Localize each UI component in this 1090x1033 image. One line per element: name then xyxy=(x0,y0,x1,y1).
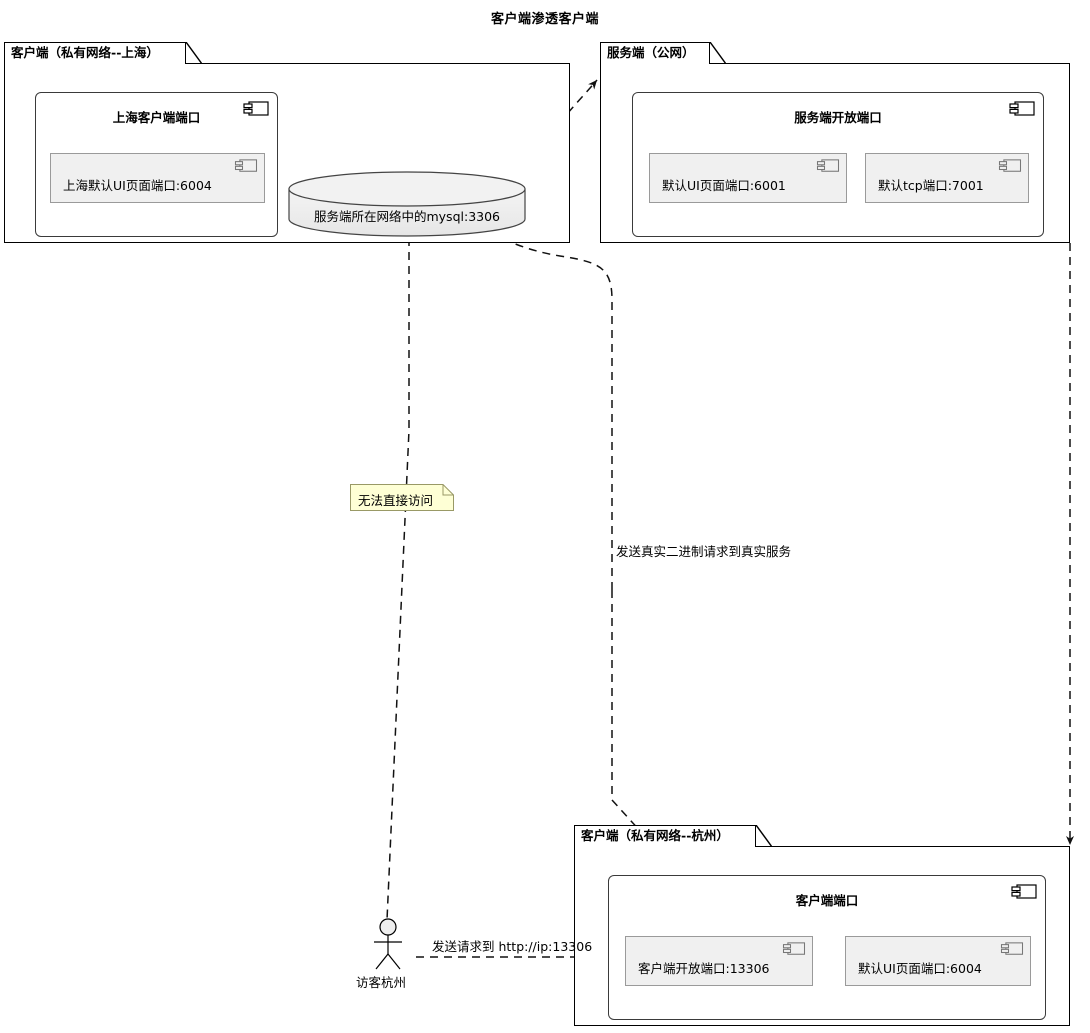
component-shanghai-client-port[interactable]: 上海客户端端口 上海默认UI页面端口:6004 xyxy=(35,92,278,237)
port-server-tcp[interactable]: 默认tcp端口:7001 xyxy=(865,153,1029,203)
actor-hangzhou-visitor-label: 访客杭州 xyxy=(355,975,406,990)
component-icon xyxy=(1000,942,1024,955)
package-hangzhou-tab-slant xyxy=(756,825,772,847)
page-title: 客户端渗透客户端 xyxy=(490,12,599,27)
edge-label-binary-request: 发送真实二进制请求到真实服务 xyxy=(616,544,792,559)
actor-stick-figure-icon xyxy=(374,918,402,970)
note-no-direct-access-text: 无法直接访问 xyxy=(358,493,434,508)
component-hangzhou-client-port[interactable]: 客户端端口 客户端开放端口:13306 默认UI页面端口:6004 xyxy=(608,875,1046,1020)
edge-label-http-request: 发送请求到 http://ip:13306 xyxy=(432,939,593,954)
port-server-ui-label: 默认UI页面端口:6001 xyxy=(662,178,786,193)
component-icon xyxy=(243,101,269,116)
port-hangzhou-ui[interactable]: 默认UI页面端口:6004 xyxy=(845,936,1031,986)
package-hangzhou-label: 客户端（私有网络--杭州） xyxy=(581,828,729,843)
database-mysql-label: 服务端所在网络中的mysql:3306 xyxy=(313,209,501,224)
edge-mysql-to-actor xyxy=(386,196,410,921)
component-shanghai-client-port-title: 上海客户端端口 xyxy=(112,110,201,125)
actor-hangzhou-visitor[interactable]: 访客杭州 xyxy=(356,918,406,998)
port-server-ui[interactable]: 默认UI页面端口:6001 xyxy=(649,153,847,203)
component-icon xyxy=(1009,101,1035,116)
component-server-open-ports[interactable]: 服务端开放端口 默认UI页面端口:6001 默认tcp端口:7001 xyxy=(632,92,1044,237)
package-shanghai-tab-slant xyxy=(186,42,202,64)
package-shanghai-label: 客户端（私有网络--上海） xyxy=(11,45,159,60)
component-icon xyxy=(1011,884,1037,899)
package-shanghai[interactable]: 客户端（私有网络--上海） 上海客户端端口 上海默认UI页面端口:6004 xyxy=(4,42,570,243)
component-server-open-ports-title: 服务端开放端口 xyxy=(794,110,882,125)
component-icon xyxy=(782,942,806,955)
port-shanghai-ui[interactable]: 上海默认UI页面端口:6004 xyxy=(50,153,265,203)
note-no-direct-access[interactable]: 无法直接访问 xyxy=(350,484,454,511)
port-hangzhou-open[interactable]: 客户端开放端口:13306 xyxy=(625,936,813,986)
package-shanghai-tab: 客户端（私有网络--上海） xyxy=(4,42,186,64)
package-server-label: 服务端（公网） xyxy=(607,45,695,60)
package-server[interactable]: 服务端（公网） 服务端开放端口 默认UI页面端口:6001 xyxy=(600,42,1070,243)
port-shanghai-ui-label: 上海默认UI页面端口:6004 xyxy=(63,178,212,193)
component-icon xyxy=(816,159,840,172)
package-server-tab: 服务端（公网） xyxy=(600,42,710,64)
edge-server-to-mysql xyxy=(442,197,613,590)
port-server-tcp-label: 默认tcp端口:7001 xyxy=(878,178,984,193)
package-hangzhou-tab: 客户端（私有网络--杭州） xyxy=(574,825,756,847)
component-icon xyxy=(998,159,1022,172)
package-hangzhou[interactable]: 客户端（私有网络--杭州） 客户端端口 客户端开放端口:13306 xyxy=(574,825,1070,1026)
port-hangzhou-open-label: 客户端开放端口:13306 xyxy=(638,961,770,976)
port-hangzhou-ui-label: 默认UI页面端口:6004 xyxy=(858,961,982,976)
component-icon xyxy=(234,159,258,172)
component-hangzhou-client-port-title: 客户端端口 xyxy=(795,893,859,908)
package-server-tab-slant xyxy=(710,42,726,64)
